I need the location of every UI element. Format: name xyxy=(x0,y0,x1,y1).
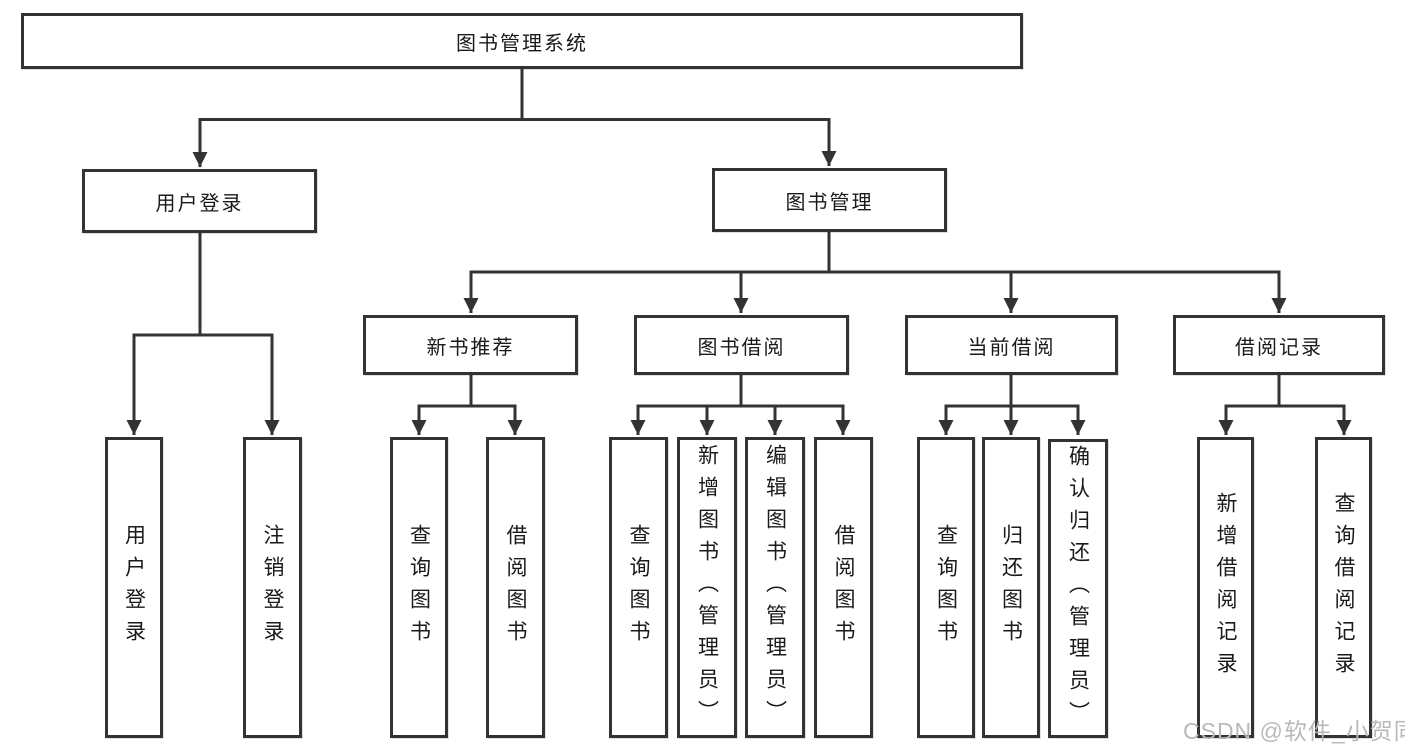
leaf-query-book-borrow: 查询图书 xyxy=(609,437,668,738)
leaf-query-borrow-record-label: 查询借阅记录 xyxy=(1332,491,1355,684)
leaf-logout: 注销登录 xyxy=(243,437,302,738)
csdn-watermark: CSDN @软件_小贺同学 xyxy=(1183,718,1405,744)
node-book-management: 图书管理 xyxy=(712,168,947,232)
leaf-user-login: 用户登录 xyxy=(105,437,163,738)
leaf-add-book-admin: 新增图书（管理员） xyxy=(677,437,737,738)
leaf-user-login-label: 用户登录 xyxy=(122,523,146,652)
leaf-query-book-borrow-label: 查询图书 xyxy=(627,523,650,652)
node-current-borrow-label: 当前借阅 xyxy=(967,336,1056,359)
node-new-book-recommend: 新书推荐 xyxy=(363,315,578,375)
node-user-login-label: 用户登录 xyxy=(155,192,244,215)
leaf-query-book-current: 查询图书 xyxy=(917,437,975,738)
node-book-borrow: 图书借阅 xyxy=(634,315,849,375)
node-current-borrow: 当前借阅 xyxy=(905,315,1118,375)
leaf-borrow-book: 借阅图书 xyxy=(814,437,873,738)
node-book-borrow-label: 图书借阅 xyxy=(697,336,786,359)
node-new-book-recommend-label: 新书推荐 xyxy=(426,336,515,359)
node-root-system: 图书管理系统 xyxy=(21,13,1023,69)
node-user-login: 用户登录 xyxy=(82,169,317,233)
leaf-add-borrow-record-label: 新增借阅记录 xyxy=(1214,491,1237,684)
leaf-return-book: 归还图书 xyxy=(982,437,1040,738)
node-book-management-label: 图书管理 xyxy=(785,191,874,214)
leaf-edit-book-admin-label: 编辑图书（管理员） xyxy=(763,443,787,732)
leaf-query-book-recommend: 查询图书 xyxy=(390,437,448,738)
leaf-query-book-current-label: 查询图书 xyxy=(934,523,958,652)
leaf-query-borrow-record: 查询借阅记录 xyxy=(1315,437,1372,738)
leaf-add-book-admin-label: 新增图书（管理员） xyxy=(695,443,719,732)
node-borrow-records: 借阅记录 xyxy=(1173,315,1385,375)
leaf-add-borrow-record: 新增借阅记录 xyxy=(1197,437,1254,738)
leaf-borrow-book-label: 借阅图书 xyxy=(832,523,855,652)
leaf-edit-book-admin: 编辑图书（管理员） xyxy=(745,437,805,738)
node-borrow-records-label: 借阅记录 xyxy=(1235,336,1323,359)
leaf-logout-label: 注销登录 xyxy=(261,523,284,652)
leaf-confirm-return-admin-label: 确认归还（管理员） xyxy=(1066,444,1090,733)
leaf-borrow-book-recommend-label: 借阅图书 xyxy=(504,523,527,652)
leaf-return-book-label: 归还图书 xyxy=(999,523,1023,652)
leaf-borrow-book-recommend: 借阅图书 xyxy=(486,437,545,738)
node-root-system-label: 图书管理系统 xyxy=(456,32,588,55)
leaf-confirm-return-admin: 确认归还（管理员） xyxy=(1048,439,1108,738)
leaf-query-book-recommend-label: 查询图书 xyxy=(407,523,431,652)
